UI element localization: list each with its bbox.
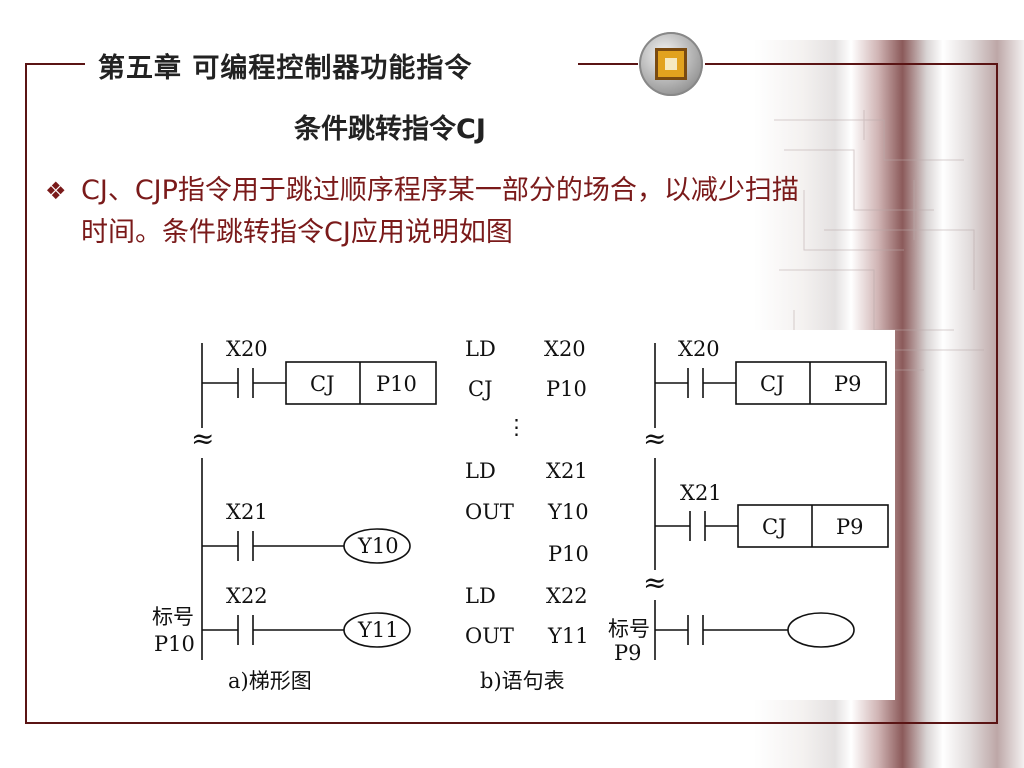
stmt-arg-2: P10 [546,377,587,401]
emblem-icon [639,32,703,96]
bullet-paragraph: ❖ CJ、CJP指令用于跳过顺序程序某一部分的场合，以减少扫描时间。条件跳转指令… [45,170,805,254]
stmt-op-4: OUT [465,500,514,524]
stmt-arg-5: P10 [548,542,589,566]
diamond-bullet-icon: ❖ [45,177,67,205]
stmt-arg-7: Y11 [547,624,589,648]
slide-frame [25,64,998,724]
stmt-op-6: LD [465,584,496,608]
break-symbol-a: ≈ [191,422,214,455]
stmt-op-3: LD [465,459,496,483]
cj-instruction: CJ [310,372,335,396]
stmt-op-7: OUT [465,624,514,648]
stmt-op-1: LD [465,337,496,361]
frame-top-line-mid [578,63,638,65]
contact-x20-label: X20 [226,337,268,361]
cj-instruction-c1: CJ [760,372,785,396]
diagram-panel [140,330,895,700]
contact-x21-label: X21 [226,500,268,524]
slide-subtitle: 条件跳转指令CJ [294,114,486,145]
cj-operand-p10: P10 [376,372,417,396]
cj-instruction-c2: CJ [762,515,787,539]
frame-top-line-left [25,63,85,65]
break-symbol-c2: ≈ [643,566,666,599]
coil-y11-label: Y11 [357,618,399,642]
cj-operand-p9-c2: P9 [836,515,864,539]
stmt-op-2: CJ [468,377,493,401]
contact-x22-label: X22 [226,584,268,608]
contact-x21-label-c: X21 [680,481,722,505]
break-symbol-c1: ≈ [643,422,666,455]
frame-top-line-right [705,63,998,65]
label-pointer-p9: P9 [614,641,642,665]
stmt-ellipsis: ⋮ [506,415,527,439]
chapter-title: 第五章 可编程控制器功能指令 [98,53,473,84]
emblem-square [655,48,687,80]
stmt-arg-1: X20 [544,337,586,361]
stmt-arg-6: X22 [546,584,588,608]
label-tag-a: 标号 [152,605,194,629]
caption-ladder: a)梯形图 [228,669,312,693]
contact-x20-label-c: X20 [678,337,720,361]
bullet-text: CJ、CJP指令用于跳过顺序程序某一部分的场合，以减少扫描时间。条件跳转指令CJ… [81,175,799,248]
stmt-arg-4: Y10 [547,500,589,524]
stmt-arg-3: X21 [546,459,588,483]
label-pointer-p10: P10 [154,632,195,656]
coil-y10-label: Y10 [357,534,399,558]
caption-statement: b)语句表 [480,669,565,693]
label-tag-c: 标号 [608,617,650,641]
cj-operand-p9-c1: P9 [834,372,862,396]
